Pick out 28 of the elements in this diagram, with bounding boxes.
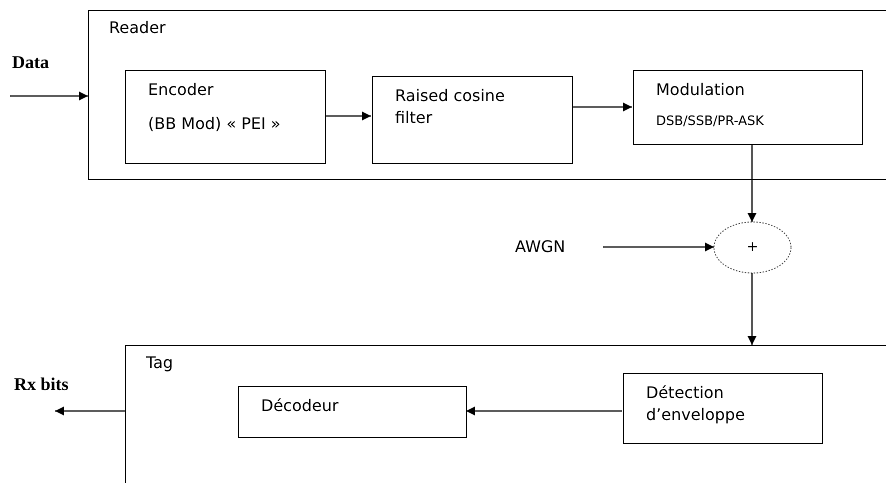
block-title: Reader xyxy=(109,17,166,39)
plus-sign: + xyxy=(746,238,758,257)
box-text: DSB/SSB/PR-ASK xyxy=(656,112,764,130)
box-title: Raised cosine filter xyxy=(395,85,506,128)
block-title: Tag xyxy=(146,352,174,374)
box-title: Encoder xyxy=(148,79,214,101)
arrow xyxy=(55,406,125,416)
process-box xyxy=(238,386,467,438)
arrow xyxy=(748,144,756,222)
signal-label: Data xyxy=(12,52,49,73)
arrow xyxy=(325,112,371,120)
arrow xyxy=(603,242,714,252)
signal-label: Rx bits xyxy=(14,374,69,395)
system-block xyxy=(88,10,886,180)
arrow xyxy=(466,406,622,416)
arrow xyxy=(572,102,632,112)
box-title: Décodeur xyxy=(261,395,338,417)
box-title: Détection d’enveloppe xyxy=(646,382,746,426)
arrow xyxy=(10,92,88,100)
process-box xyxy=(372,76,573,164)
arrow xyxy=(748,273,756,345)
box-title: Modulation xyxy=(656,79,745,101)
process-box xyxy=(125,70,326,164)
system-block xyxy=(125,345,886,483)
box-text: (BB Mod) « PEI » xyxy=(148,112,281,134)
process-box xyxy=(623,373,823,444)
process-box xyxy=(633,70,863,145)
signal-label: AWGN xyxy=(515,236,566,258)
